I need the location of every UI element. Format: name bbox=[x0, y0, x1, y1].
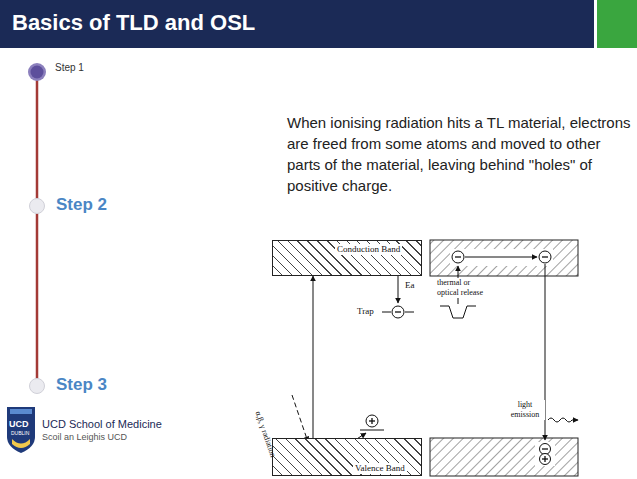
logo-wave bbox=[12, 439, 30, 448]
timeline-dot-active bbox=[31, 66, 44, 79]
trap-label: Trap bbox=[357, 306, 374, 317]
logo-shield bbox=[7, 407, 35, 453]
conduction-band bbox=[430, 240, 578, 276]
emission-label: light emission bbox=[505, 400, 545, 420]
step-label: Step 1 bbox=[55, 62, 84, 74]
school-name: UCD School of Medicine bbox=[42, 418, 162, 431]
step-label: Step 2 bbox=[56, 195, 107, 215]
radiation-label: α,β, γ radiation bbox=[253, 410, 278, 459]
transition-arrow bbox=[313, 276, 314, 438]
release-label: thermal or optical release bbox=[437, 278, 487, 298]
timeline-line bbox=[36, 72, 39, 386]
timeline-dot bbox=[30, 199, 45, 214]
conduction-band: Conduction Band bbox=[272, 240, 422, 276]
header-accent bbox=[597, 0, 637, 48]
logo-band bbox=[10, 409, 32, 414]
timeline-dot-ring bbox=[28, 63, 46, 81]
slide-title: Basics of TLD and OSL bbox=[12, 10, 255, 36]
band-label: Valence Band bbox=[353, 463, 407, 474]
logo-text: DUBLIN bbox=[11, 430, 29, 436]
timeline-dot bbox=[30, 379, 45, 394]
step-label: Step 3 bbox=[56, 375, 107, 395]
body-text: When ionising radiation hits a TL materi… bbox=[287, 112, 632, 196]
valence-band: Valence Band bbox=[272, 438, 422, 476]
left-transitions bbox=[292, 249, 414, 461]
school-name-irish: Scoil an Leighis UCD bbox=[42, 432, 127, 443]
band-label: Conduction Band bbox=[335, 244, 402, 255]
valence-band bbox=[430, 438, 578, 476]
header-bar bbox=[0, 0, 594, 48]
light-wave bbox=[548, 418, 572, 422]
energy-label: Ea bbox=[405, 280, 415, 291]
logo-text: UCD bbox=[9, 419, 29, 430]
